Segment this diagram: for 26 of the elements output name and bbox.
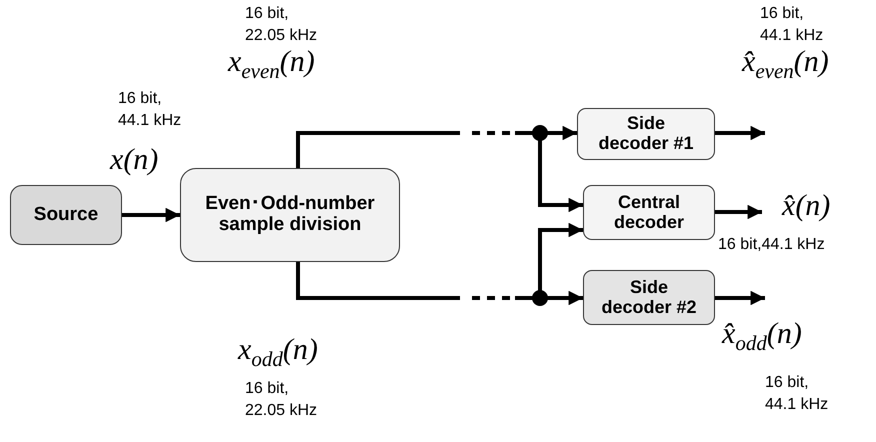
connector-arrow — [715, 204, 762, 220]
signal-symbol: x(n) — [110, 142, 158, 178]
process-box — [180, 168, 400, 262]
box-label: Central decoder — [612, 192, 686, 232]
signal-format-note: 16 bit, 22.05 kHz — [245, 4, 318, 46]
signal-symbol: x̂$_{even}$(n) — [742, 44, 829, 85]
connector-arrow — [122, 208, 180, 222]
signal-format-note: 16 bit, 44.1 kHz — [760, 4, 824, 46]
box-label: Side decoder #1 — [597, 114, 695, 154]
signal-format-note: 16 bit, 44.1 kHz — [118, 89, 182, 131]
signal-symbol: x$_{even}$(n) — [228, 44, 315, 85]
signal-symbol: x̂$_{odd}$(n) — [722, 316, 802, 357]
connector-arrow — [715, 290, 765, 306]
box-label: Even･Odd-number sample division — [204, 194, 376, 236]
process-box — [583, 185, 715, 240]
box-label: Source — [34, 204, 98, 226]
box-label: Side decoder #2 — [600, 278, 698, 318]
signal-format-note: 16 bit,44.1 kHz — [718, 235, 826, 255]
process-box — [10, 185, 122, 245]
signal-format-note: 16 bit, 44.1 kHz — [765, 373, 830, 415]
process-box — [583, 270, 715, 325]
connector-arrow — [715, 126, 765, 140]
signal-format-note: 16 bit, 22.05 kHz — [245, 379, 318, 421]
signal-symbol: x̂(n) — [782, 188, 830, 224]
process-box — [577, 108, 715, 160]
signal-symbol: x$_{odd}$(n) — [238, 332, 318, 373]
